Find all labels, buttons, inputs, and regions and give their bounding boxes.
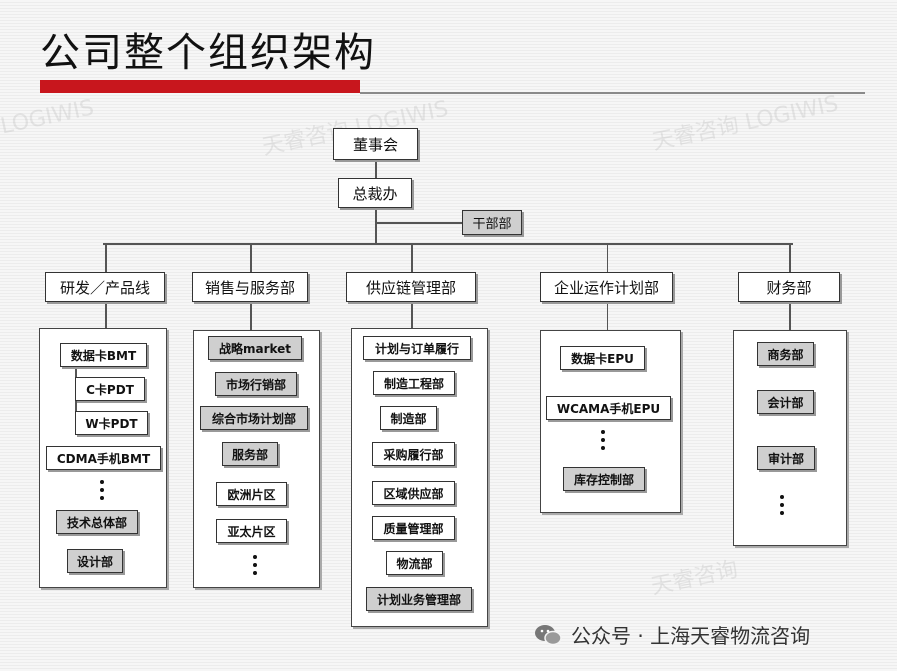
page-title: 公司整个组织架构 (40, 30, 376, 76)
connector (789, 302, 791, 330)
cadre-dept-box: 干部部 (462, 210, 522, 235)
ellipsis-icon (100, 480, 104, 504)
ellipsis-icon (780, 495, 784, 519)
connector (105, 302, 107, 328)
unit-box: 设计部 (67, 549, 123, 573)
unit-box: 亚太片区 (216, 519, 287, 543)
unit-box: 库存控制部 (563, 467, 645, 491)
unit-box: 制造工程部 (373, 371, 455, 395)
connector (411, 243, 413, 272)
ellipsis-icon (253, 555, 257, 579)
department-container (733, 330, 847, 546)
watermark: 天睿咨询 (648, 557, 741, 600)
unit-box: 技术总体部 (56, 510, 138, 534)
connector (411, 302, 413, 328)
ellipsis-icon (601, 430, 605, 454)
department-box: 财务部 (738, 272, 840, 302)
connector (606, 302, 608, 330)
connector (250, 302, 252, 330)
connector (375, 222, 462, 224)
unit-box: W卡PDT (75, 411, 148, 435)
unit-box: 计划业务管理部 (366, 587, 472, 611)
connector (105, 243, 107, 272)
unit-box: 市场行销部 (215, 372, 297, 396)
department-box: 销售与服务部 (192, 272, 308, 302)
footer-label: 公众号 · 上海天睿物流咨询 (571, 624, 811, 648)
unit-box: CDMA手机BMT (46, 446, 161, 470)
connector (789, 243, 791, 272)
unit-box: 战略market (208, 336, 302, 360)
unit-box: 会计部 (757, 390, 814, 414)
watermark: LOGIWIS (0, 95, 97, 140)
unit-box: 物流部 (386, 551, 443, 575)
connector (606, 243, 608, 272)
unit-box: 欧洲片区 (216, 482, 287, 506)
unit-box: 质量管理部 (372, 516, 455, 540)
unit-box: 综合市场计划部 (200, 406, 308, 430)
connector (375, 160, 377, 178)
watermark: 天睿咨询 LOGIWIS (649, 91, 841, 156)
department-box: 研发／产品线 (45, 272, 165, 302)
unit-box: 制造部 (380, 406, 437, 430)
unit-box: 服务部 (222, 442, 278, 466)
connector (375, 208, 377, 243)
footer-watermark: 公众号 · 上海天睿物流咨询 (533, 620, 810, 649)
unit-box: C卡PDT (75, 377, 145, 401)
unit-box: 数据卡BMT (60, 343, 147, 367)
board-box: 董事会 (333, 128, 418, 160)
title-divider (360, 92, 865, 94)
department-box: 供应链管理部 (346, 272, 476, 302)
title-accent-bar (40, 80, 360, 93)
unit-box: 计划与订单履行 (363, 336, 471, 360)
unit-box: WCAMA手机EPU (546, 396, 671, 420)
unit-box: 商务部 (757, 342, 814, 366)
unit-box: 审计部 (757, 446, 815, 470)
unit-box: 采购履行部 (372, 442, 455, 466)
wechat-icon (535, 624, 562, 645)
president-office-box: 总裁办 (338, 178, 412, 208)
connector (103, 243, 793, 245)
department-box: 企业运作计划部 (540, 272, 673, 302)
unit-box: 数据卡EPU (560, 346, 645, 370)
unit-box: 区域供应部 (372, 481, 455, 505)
connector (250, 243, 252, 272)
